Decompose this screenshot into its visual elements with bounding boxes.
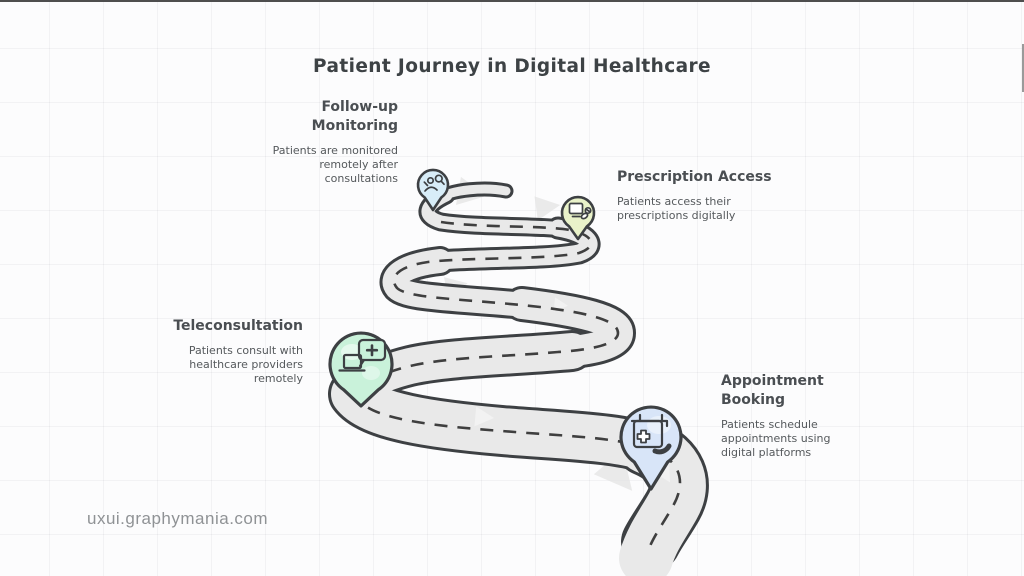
stage-label: Teleconsultation [173, 318, 303, 334]
digital-prescription-icon [568, 202, 592, 220]
pin-follow-up-monitoring [416, 168, 450, 212]
pin-appointment-booking [619, 405, 683, 491]
laptop-chat-cross-icon [338, 338, 387, 372]
stage-description: Patients consult with healthcare provide… [188, 344, 303, 385]
stage-description: Patients schedule appointments using dig… [721, 418, 831, 459]
road-center-dash-line [357, 220, 682, 555]
stage-label: Prescription Access [617, 169, 772, 185]
stage-prescription-access: Prescription Access Patients access thei… [617, 168, 837, 223]
pin-prescription-access [560, 195, 596, 241]
page-title: Patient Journey in Digital Healthcare [313, 56, 711, 77]
stage-follow-up-monitoring: Follow-up Monitoring Patients are monito… [178, 98, 398, 186]
stage-teleconsultation: Teleconsultation Patients consult with h… [83, 317, 303, 386]
right-edge-mark [1022, 44, 1024, 92]
pin-teleconsultation [328, 331, 394, 408]
stage-appointment-booking: Appointment Booking Patients schedule ap… [721, 372, 941, 460]
person-monitoring-icon [423, 174, 445, 192]
calendar-phone-icon [630, 413, 672, 455]
stage-description: Patients are monitored remotely after co… [272, 144, 398, 185]
stage-label: Appointment Booking [721, 373, 824, 408]
top-border-line [0, 0, 1024, 2]
watermark-url: uxui.graphymania.com [87, 509, 269, 528]
stage-description: Patients access their prescriptions digi… [617, 195, 736, 222]
stage-label: Follow-up Monitoring [311, 99, 398, 134]
